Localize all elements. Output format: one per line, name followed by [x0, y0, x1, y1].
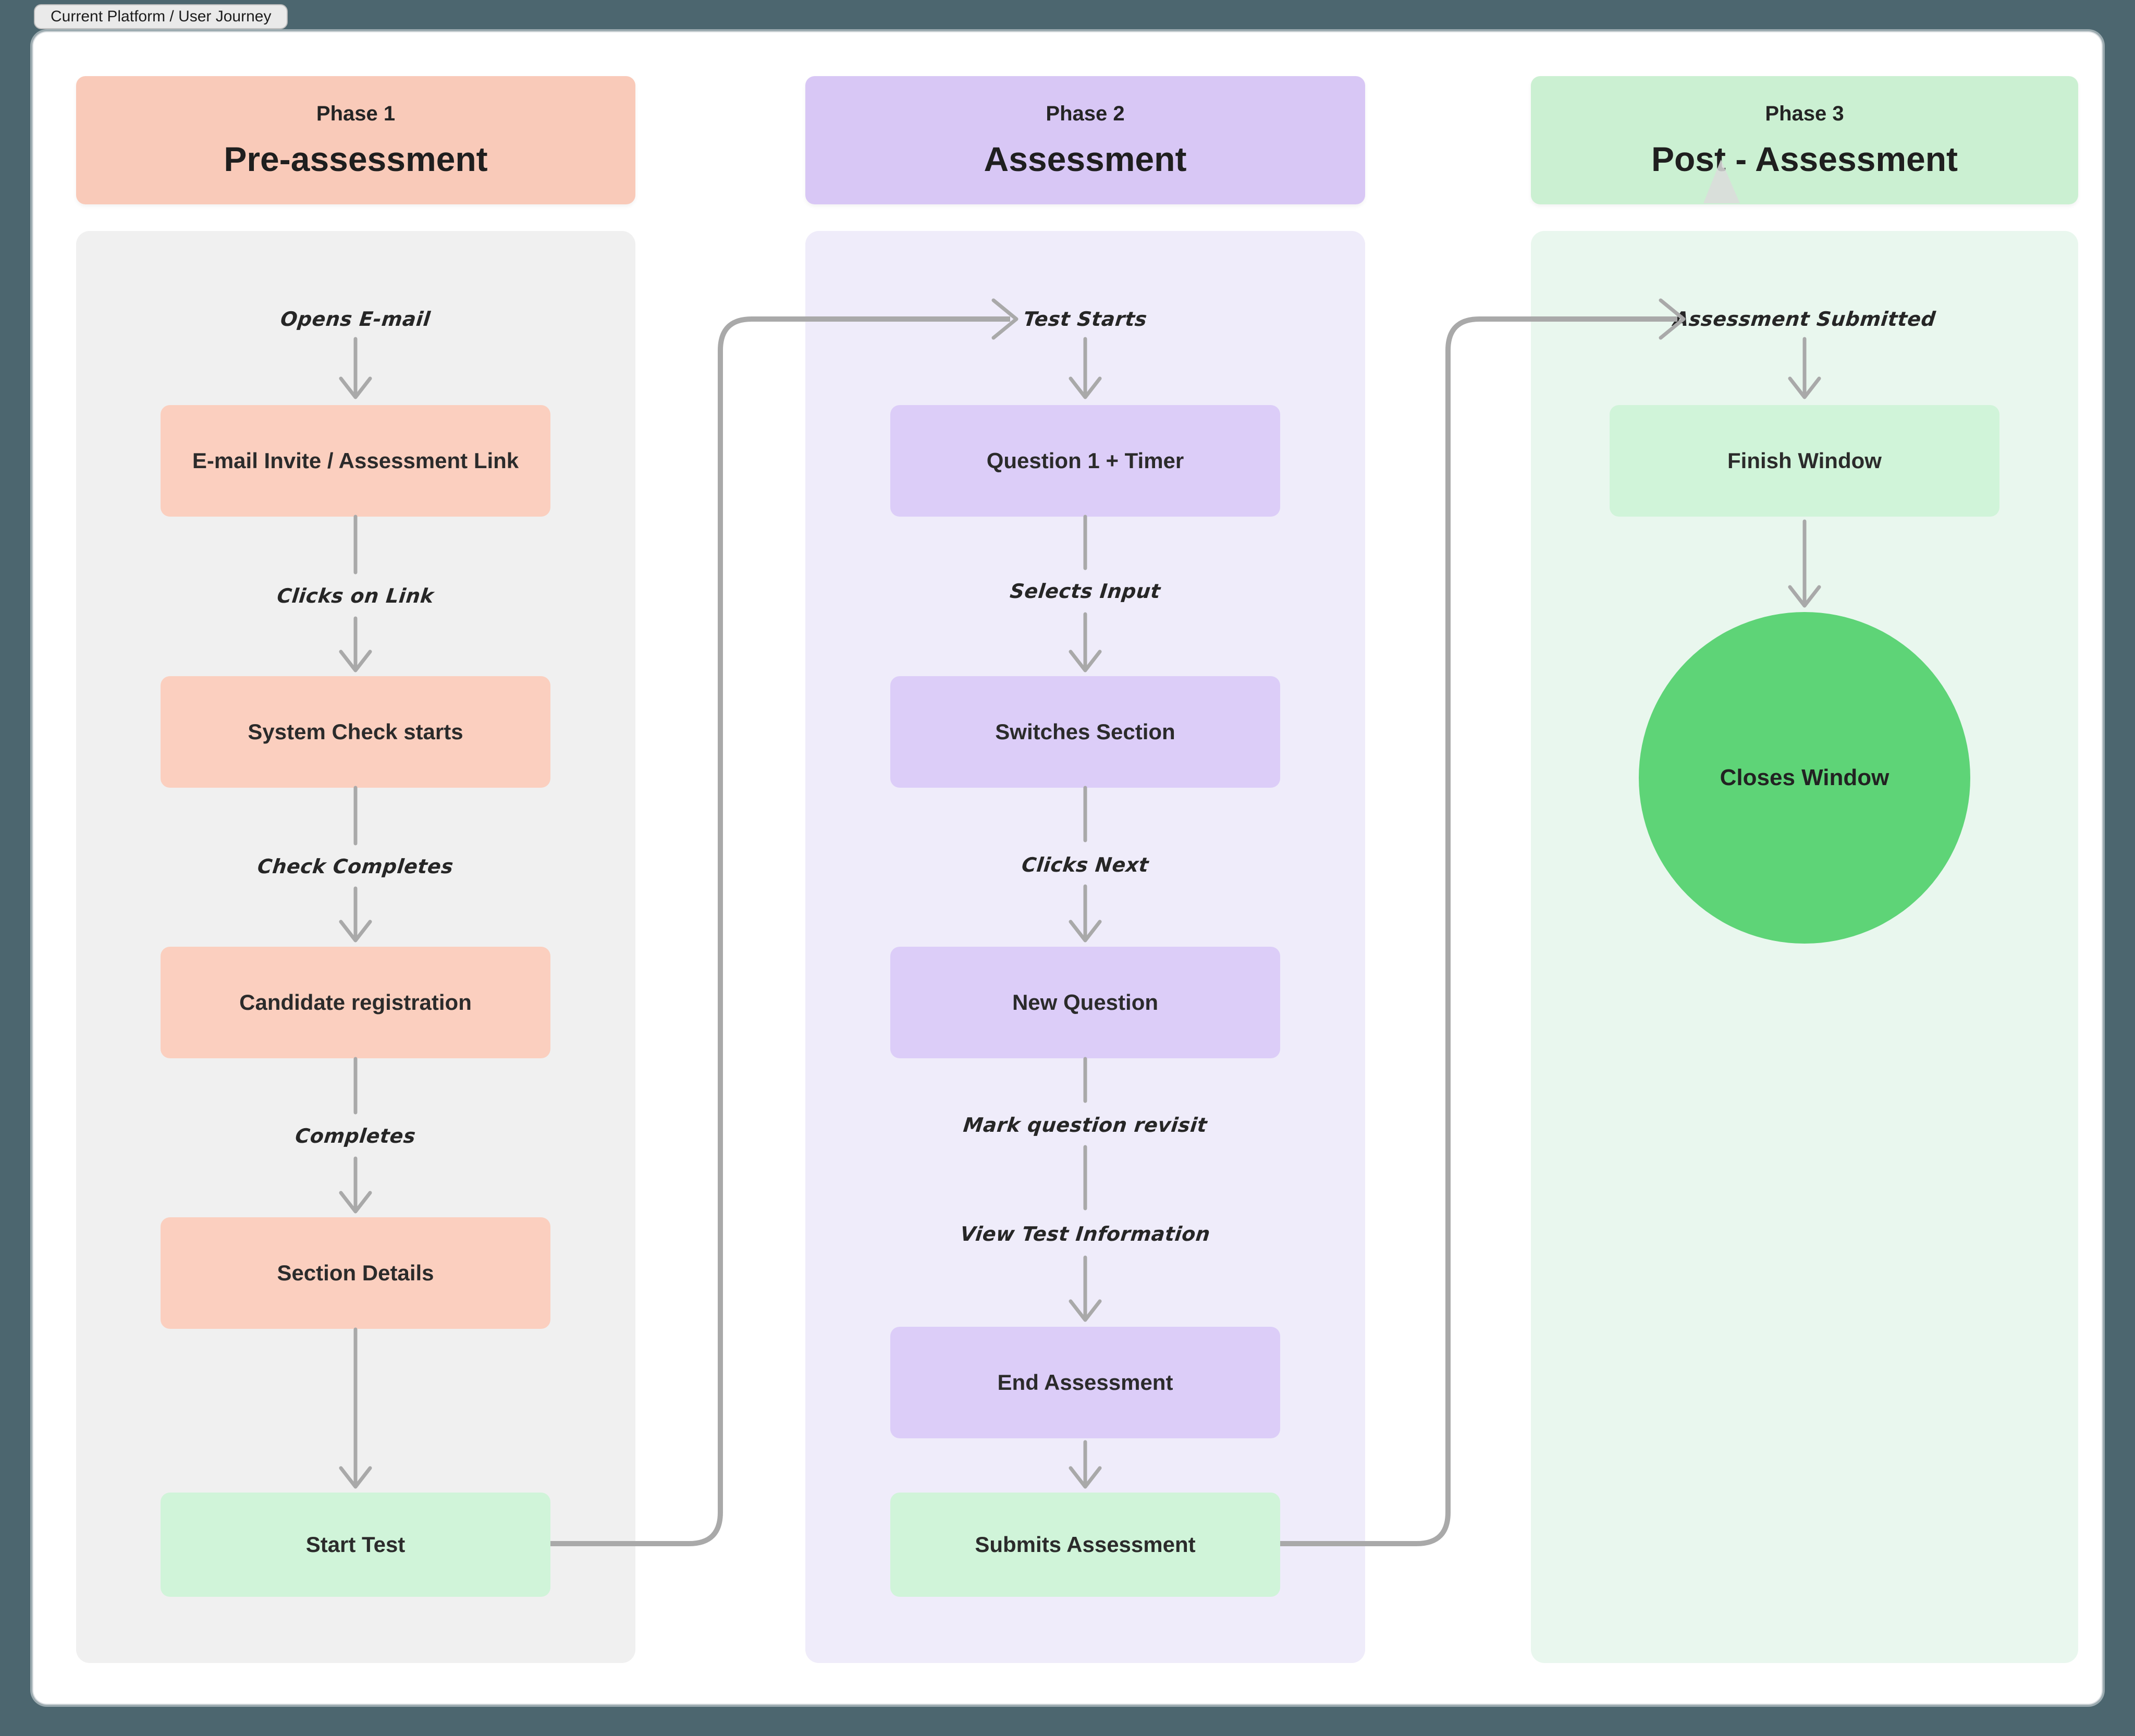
label-completes[interactable]: Completes [294, 1124, 417, 1147]
label-view-test-information[interactable]: View Test Information [959, 1222, 1211, 1245]
phase2-header[interactable]: Phase 2 Assessment [805, 76, 1365, 204]
label-opens-email[interactable]: Opens E-mail [279, 308, 432, 331]
canvas-tab-label: Current Platform / User Journey [51, 8, 272, 25]
phase1-header[interactable]: Phase 1 Pre-assessment [76, 76, 635, 204]
phase1-kicker: Phase 1 [316, 102, 396, 125]
phase1-title: Pre-assessment [224, 139, 488, 178]
canvas-tab[interactable]: Current Platform / User Journey [34, 4, 288, 29]
label-test-starts[interactable]: Test Starts [1022, 308, 1148, 331]
phase2-kicker: Phase 2 [1046, 102, 1125, 125]
node-section-details[interactable]: Section Details [161, 1217, 550, 1329]
label-clicks-next[interactable]: Clicks Next [1021, 853, 1150, 876]
label-selects-input[interactable]: Selects Input [1009, 580, 1162, 603]
node-email-invite[interactable]: E-mail Invite / Assessment Link [161, 405, 550, 517]
label-mark-question-revisit[interactable]: Mark question revisit [962, 1114, 1209, 1136]
node-closes-window[interactable]: Closes Window [1639, 612, 1970, 944]
phase2-title: Assessment [984, 139, 1187, 178]
node-end-assessment[interactable]: End Assessment [890, 1327, 1280, 1438]
node-candidate-registration[interactable]: Candidate registration [161, 947, 550, 1058]
node-finish-window[interactable]: Finish Window [1610, 405, 1999, 517]
phase3-kicker: Phase 3 [1765, 102, 1844, 125]
phase3-title: Post - Assessment [1651, 139, 1958, 178]
phase3-header[interactable]: Phase 3 Post - Assessment [1531, 76, 2078, 204]
label-check-completes[interactable]: Check Completes [256, 855, 455, 878]
label-assessment-submitted[interactable]: Assessment Submitted [1672, 308, 1937, 331]
label-clicks-on-link[interactable]: Clicks on Link [276, 584, 435, 607]
node-question-timer[interactable]: Question 1 + Timer [890, 405, 1280, 517]
node-system-check[interactable]: System Check starts [161, 676, 550, 788]
node-submits-assessment[interactable]: Submits Assessment [890, 1493, 1280, 1597]
node-switches-section[interactable]: Switches Section [890, 676, 1280, 788]
node-new-question[interactable]: New Question [890, 947, 1280, 1058]
node-start-test[interactable]: Start Test [161, 1493, 550, 1597]
